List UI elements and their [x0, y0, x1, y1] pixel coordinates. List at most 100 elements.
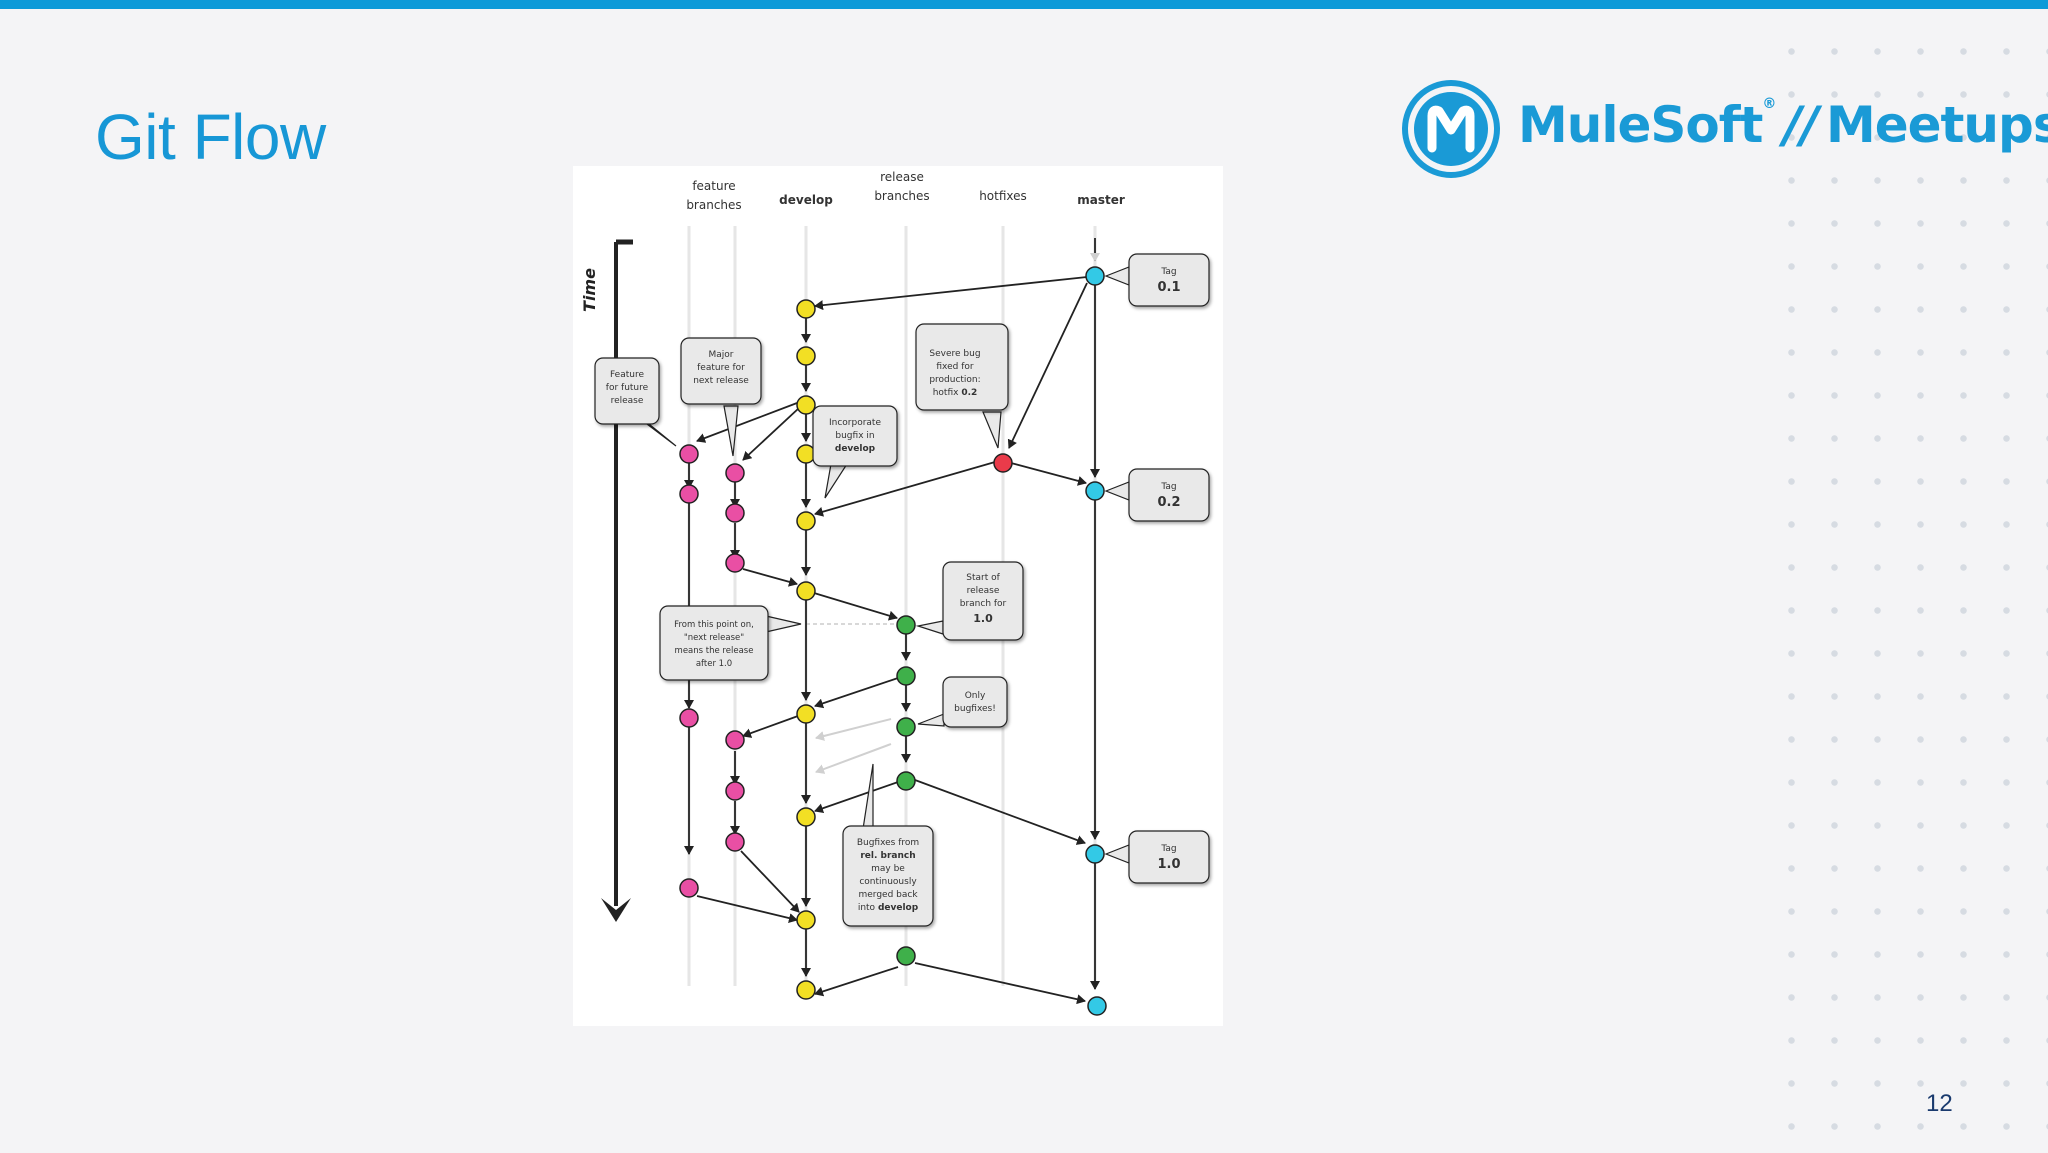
header-release-2: branches [874, 189, 929, 203]
tag-callout-1-0: Tag 1.0 [1104, 830, 1210, 884]
release-commit [896, 717, 916, 737]
callout-text: into [858, 903, 878, 913]
callout-line: Major [709, 350, 734, 360]
develop-commit [796, 704, 816, 724]
develop-commit [796, 346, 816, 366]
feature-commit [679, 878, 699, 898]
tag-word: Tag [1160, 844, 1176, 854]
feature-commit [679, 708, 699, 728]
git-flow-svg: feature branches develop release branche… [580, 170, 1210, 1016]
callout-line: for future [606, 383, 649, 393]
release-commit [896, 666, 916, 686]
header-feature-2: branches [686, 198, 741, 212]
hotfix-commit [993, 453, 1013, 473]
feature-commit [725, 553, 745, 573]
time-label: Time [580, 268, 599, 312]
callout-line: after 1.0 [696, 659, 732, 669]
callout-text: hotfix [933, 388, 962, 398]
feature-commit [725, 463, 745, 483]
git-flow-diagram: feature branches develop release branche… [573, 166, 1223, 1026]
callout-from-this-point: From this point on, "next release" means… [659, 605, 802, 681]
feature-commit [679, 484, 699, 504]
feature-commit [679, 444, 699, 464]
header-develop: develop [779, 193, 833, 207]
callout-line: bugfix in [835, 431, 874, 441]
feature-commit [725, 781, 745, 801]
callout-severe-bug: Severe bug fixed for production: hotfix … [915, 323, 1009, 449]
callout-line: From this point on, [674, 620, 754, 630]
tag-0-1-value: 0.1 [1157, 280, 1180, 295]
callout-line: production: [929, 375, 980, 385]
release-commit [896, 771, 916, 791]
develop-commit [796, 910, 816, 930]
callout-line: Only [965, 691, 986, 701]
header-release-1: release [880, 170, 924, 184]
callout-incorporate-bugfix: Incorporate bugfix in develop [812, 405, 898, 499]
commit-edges [684, 238, 1100, 1005]
callout-line: may be [871, 864, 905, 874]
callout-bold: 1.0 [973, 612, 993, 625]
callout-line: Bugfixes from [857, 838, 919, 848]
callout-bugfixes-from-release: Bugfixes from rel. branch may be continu… [842, 763, 934, 927]
callout-line: continuously [859, 877, 917, 887]
logo-wordmark: MuleSoft® //Meetups [1518, 96, 2048, 154]
callout-line: release [967, 586, 1000, 596]
slide-title: Git Flow [95, 101, 326, 173]
callout-line: next release [693, 376, 749, 386]
develop-commit [796, 807, 816, 827]
callout-bold: develop [835, 444, 876, 454]
callout-line: Severe bug [929, 349, 980, 359]
header-hotfixes: hotfixes [979, 189, 1027, 203]
callout-feature-future-release: Feature for future release [594, 357, 677, 447]
feature-commit [725, 832, 745, 852]
callout-line: means the release [675, 646, 754, 656]
callout-line: Feature [610, 370, 644, 380]
tag-callout-0-1: Tag 0.1 [1104, 253, 1210, 307]
header-master: master [1077, 193, 1125, 207]
top-accent-bar [0, 0, 2048, 9]
master-commit-final [1087, 996, 1107, 1016]
callout-line: branch for [960, 599, 1007, 609]
callout-line: feature for [697, 363, 745, 373]
callout-line: merged back [858, 890, 918, 900]
faint-merge-arrows [815, 718, 892, 774]
header-feature-1: feature [692, 179, 735, 193]
callout-bold: 0.2 [961, 388, 977, 398]
callout-line: bugfixes! [954, 704, 996, 714]
callout-start-release: Start of release branch for 1.0 [915, 561, 1024, 641]
time-axis: Time [580, 239, 633, 922]
dot-grid-decoration [1770, 30, 2048, 1153]
mulesoft-meetups-logo: MuleSoft® //Meetups [1400, 78, 2048, 180]
callout-line: Start of [966, 573, 1000, 583]
master-commit-0-1 [1085, 266, 1105, 286]
develop-commit [796, 444, 816, 464]
callout-line: fixed for [936, 362, 974, 372]
develop-commit [796, 299, 816, 319]
develop-commit [796, 395, 816, 415]
callout-line: hotfix 0.2 [933, 388, 978, 398]
callout-only-bugfixes: Only bugfixes! [917, 676, 1008, 728]
release-commit [896, 946, 916, 966]
logo-separator: // [1783, 96, 1819, 154]
master-commit-0-2 [1085, 481, 1105, 501]
develop-commit [796, 581, 816, 601]
callout-line: into develop [858, 903, 919, 913]
logo-brand: MuleSoft [1518, 96, 1763, 154]
logo-product: Meetups [1825, 96, 2048, 154]
commit-nodes [679, 266, 1107, 1016]
mulesoft-logo-icon [1402, 80, 1500, 178]
callout-line: release [611, 396, 644, 406]
release-commit [896, 615, 916, 635]
develop-commit [796, 511, 816, 531]
tag-word: Tag [1160, 482, 1176, 492]
callout-line: Incorporate [829, 418, 881, 428]
callout-bold: develop [878, 903, 919, 913]
develop-commit [796, 980, 816, 1000]
callout-line: "next release" [684, 633, 744, 643]
logo-trademark: ® [1762, 96, 1776, 112]
tag-0-2-value: 0.2 [1157, 495, 1180, 510]
tag-1-0-value: 1.0 [1157, 857, 1180, 872]
page-number: 12 [1926, 1090, 1953, 1117]
master-commit-1-0 [1085, 844, 1105, 864]
callout-major-feature: Major feature for next release [680, 337, 762, 457]
